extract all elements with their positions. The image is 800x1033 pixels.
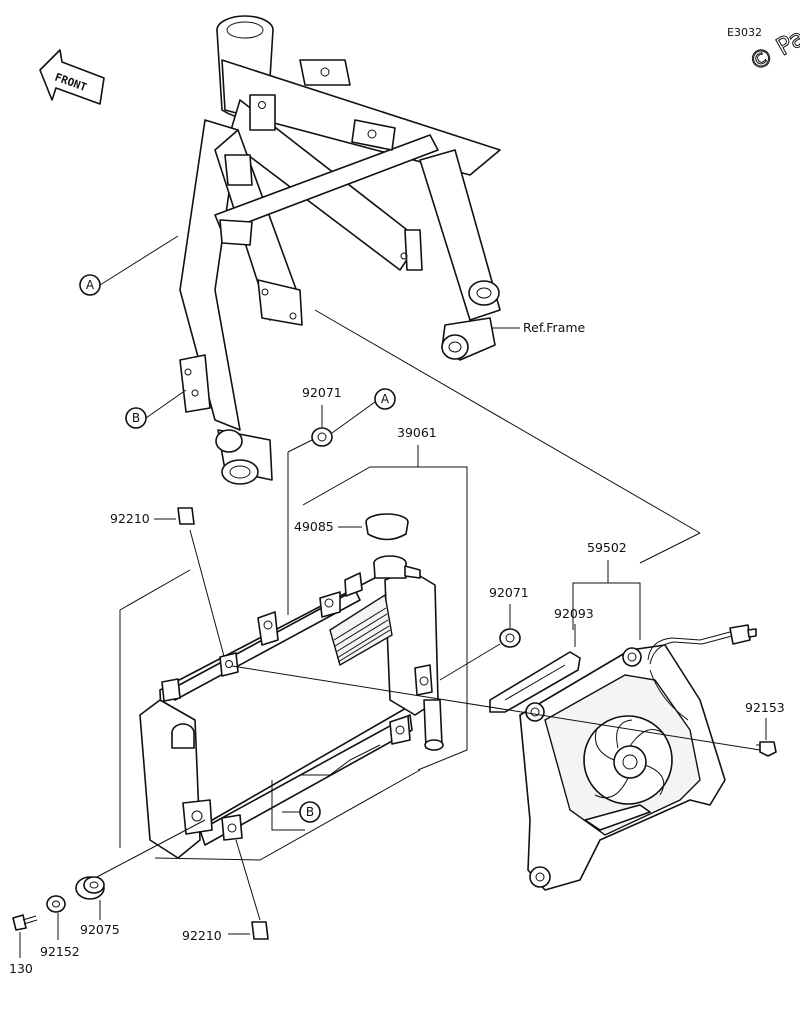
callout-b-radiator-label: B [306, 805, 314, 819]
label-92153: 92153 [745, 700, 785, 715]
part-130-bolt [12, 914, 38, 931]
label-39061: 39061 [397, 425, 437, 440]
part-92075-grommet [75, 876, 105, 900]
callout-a-radiator-label: A [381, 392, 390, 406]
label-92210-top: 92210 [110, 511, 150, 526]
part-92210-bot [251, 921, 269, 940]
diagram-code: E3032 [727, 26, 762, 39]
radiator-fan [519, 624, 757, 891]
callout-a-frame: A [79, 274, 101, 296]
part-92071-top [311, 427, 333, 447]
callout-b-radiator: B [299, 801, 321, 823]
front-arrow-icon: FRONT [39, 49, 105, 105]
label-59502: 59502 [587, 540, 627, 555]
part-92153-bolt [756, 741, 777, 757]
label-92093: 92093 [554, 606, 594, 621]
part-92093-plate [489, 651, 581, 713]
label-130: 130 [9, 961, 33, 976]
part-49085-cap [365, 513, 409, 541]
label-92071-mid: 92071 [489, 585, 529, 600]
frame [179, 15, 501, 485]
part-92152-collar [46, 895, 66, 913]
label-49085: 49085 [294, 519, 334, 534]
label-92210-bot: 92210 [182, 928, 222, 943]
radiator [139, 555, 444, 859]
part-92210-top [177, 507, 195, 525]
callout-b-frame: B [125, 407, 147, 429]
label-92152: 92152 [40, 944, 80, 959]
label-92071-top: 92071 [302, 385, 342, 400]
callout-b-frame-label: B [132, 411, 140, 425]
part-92071-mid [499, 628, 521, 648]
callout-a-radiator: A [374, 388, 396, 410]
ref-frame-label: Ref.Frame [523, 320, 586, 335]
label-92075: 92075 [80, 922, 120, 937]
callout-a-frame-label: A [86, 278, 95, 292]
